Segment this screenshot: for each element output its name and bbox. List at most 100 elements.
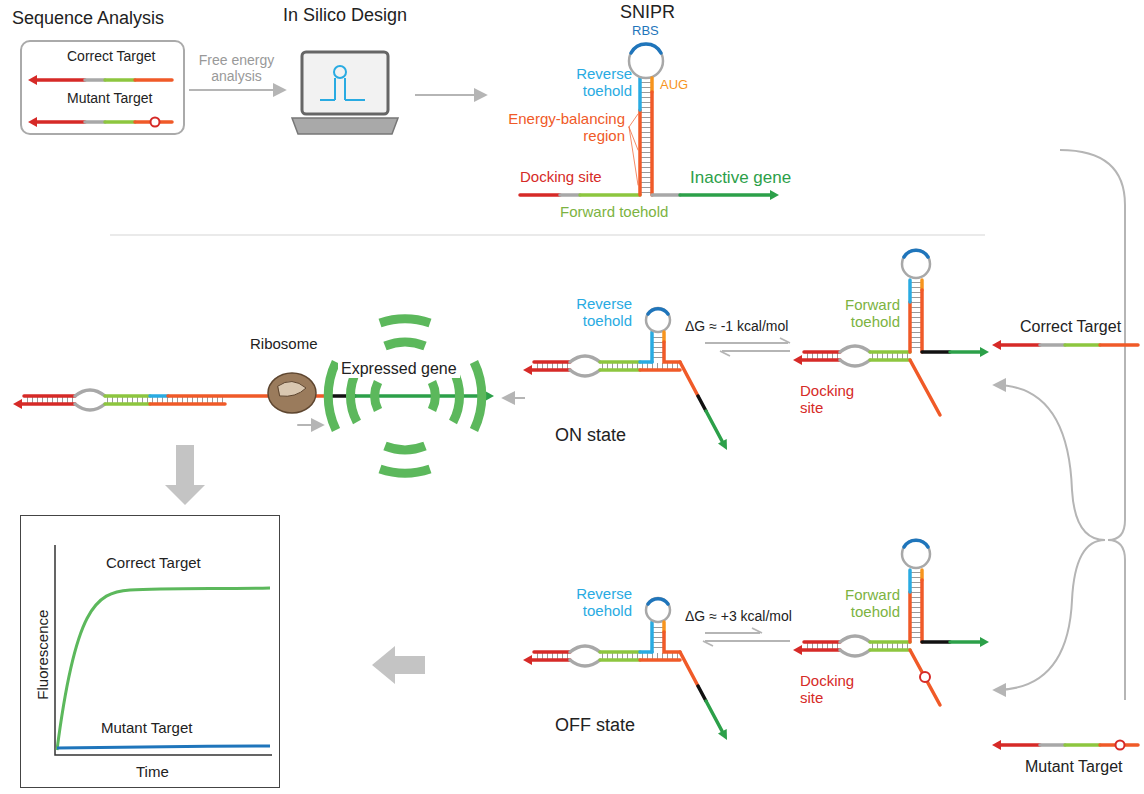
snipr-hairpin bbox=[680, 193, 770, 197]
design-laptop: In Silico Design bbox=[290, 45, 400, 140]
target-strands bbox=[1100, 343, 1138, 347]
target-label: Correct Target bbox=[67, 48, 155, 64]
sequence-strands bbox=[28, 117, 37, 127]
brace-arrows bbox=[995, 385, 1105, 540]
expression-scene bbox=[485, 391, 494, 401]
equilibrium-arrows bbox=[720, 351, 730, 356]
expression-scene bbox=[474, 362, 482, 430]
laptop-icon bbox=[292, 52, 398, 134]
part-label: Energy-balancing region bbox=[500, 110, 625, 145]
snipr-hairpin bbox=[580, 193, 640, 197]
part-label: Reverse toehold bbox=[560, 295, 632, 330]
chart-plot bbox=[55, 545, 272, 755]
snipr-hairpin bbox=[560, 193, 580, 197]
part-label: Reverse toehold bbox=[560, 65, 632, 100]
laptop-icon bbox=[335, 78, 345, 100]
part-label: AUG bbox=[660, 78, 688, 93]
equilibrium-arrows bbox=[722, 350, 790, 352]
sequence-box: Sequence AnalysisCorrect TargetMutant Ta… bbox=[20, 40, 185, 135]
sequence-strands bbox=[28, 75, 172, 127]
state-label: ON state bbox=[555, 425, 626, 446]
expression-scene bbox=[105, 402, 150, 406]
snipr-hairpin bbox=[641, 80, 651, 193]
snipr-hairpin bbox=[631, 44, 661, 53]
energy-label: ΔG ≈ +3 kcal/mol bbox=[685, 608, 792, 624]
expression-scene bbox=[75, 390, 105, 396]
part-label: Inactive gene bbox=[690, 168, 791, 188]
expression-scene bbox=[20, 402, 75, 406]
sequence-strands bbox=[105, 120, 135, 124]
sequence-strands bbox=[105, 78, 135, 82]
flow-arrow bbox=[415, 94, 485, 96]
brace-arrows bbox=[995, 540, 1105, 690]
target-strands bbox=[992, 340, 1001, 350]
expression-scene bbox=[278, 381, 306, 396]
equilibrium-arrows bbox=[703, 641, 713, 646]
target-strands bbox=[1065, 743, 1100, 747]
series-label: Mutant Target bbox=[101, 719, 192, 736]
panel-title: In Silico Design bbox=[265, 5, 425, 26]
expression-scene bbox=[107, 397, 225, 403]
chart-plot bbox=[57, 746, 270, 748]
big-arrow bbox=[372, 646, 425, 684]
expression-scene bbox=[150, 402, 225, 406]
snipr-hairpin bbox=[650, 92, 654, 195]
expression-scene bbox=[75, 404, 105, 410]
part-label: Reverse toehold bbox=[560, 585, 632, 620]
sequence-strands bbox=[28, 75, 37, 85]
sequence-strands bbox=[85, 120, 105, 124]
expression-scene bbox=[385, 446, 425, 450]
energy-label: ΔG ≈ -1 kcal/mol bbox=[685, 318, 788, 334]
divider bbox=[110, 234, 985, 236]
expression-scene bbox=[268, 373, 316, 413]
target-strands bbox=[1040, 343, 1065, 347]
edge-label: Free energy analysis bbox=[189, 52, 284, 84]
expression-scene bbox=[328, 319, 482, 473]
chart-plot bbox=[57, 588, 270, 750]
equilibrium-arrows bbox=[705, 632, 760, 634]
expression-scene bbox=[385, 342, 425, 346]
series-label: Correct Target bbox=[106, 554, 201, 571]
expression-scene bbox=[328, 362, 336, 430]
target-label: Mutant Target bbox=[1025, 758, 1123, 776]
expression-scene bbox=[375, 382, 378, 410]
equilibrium-arrows bbox=[705, 342, 788, 344]
part-label: Docking site bbox=[800, 672, 870, 707]
expression-scene bbox=[24, 394, 75, 398]
chart-plot bbox=[55, 545, 272, 755]
snipr-hairpin bbox=[638, 110, 642, 195]
axis-label: Fluorescence bbox=[34, 595, 51, 715]
target-strands bbox=[992, 340, 1138, 750]
expression-scene bbox=[105, 394, 150, 398]
sequence-strands bbox=[85, 78, 105, 82]
part-label: Forward toehold bbox=[825, 296, 900, 331]
target-strands bbox=[992, 740, 1001, 750]
part-label: Ribosome bbox=[250, 335, 318, 352]
part-label: RBS bbox=[632, 24, 659, 39]
target-label: Correct Target bbox=[1020, 318, 1121, 336]
target-strands bbox=[1000, 743, 1040, 747]
chart-box: Correct TargetMutant Target FluorescenceT… bbox=[20, 515, 280, 788]
sequence-strands bbox=[35, 78, 85, 82]
snipr-hairpin bbox=[629, 114, 638, 185]
panel-title: Sequence Analysis bbox=[12, 8, 164, 29]
snipr-hairpin bbox=[520, 193, 560, 197]
expression-scene bbox=[13, 319, 494, 473]
part-label: Docking site bbox=[520, 168, 602, 185]
target-strands bbox=[1000, 343, 1040, 347]
part-label: Forward toehold bbox=[560, 203, 668, 220]
flow-arrow bbox=[189, 89, 284, 91]
laptop-icon bbox=[334, 66, 346, 78]
part-label: Expressed gene bbox=[338, 360, 460, 378]
sequence-strands bbox=[135, 78, 172, 82]
equilibrium-arrows bbox=[705, 640, 790, 642]
snipr-hairpin bbox=[652, 193, 680, 197]
axis-label: Time bbox=[136, 763, 169, 780]
part-label: Docking site bbox=[800, 382, 870, 417]
target-strands bbox=[1065, 343, 1100, 347]
expression-scene bbox=[13, 399, 22, 409]
target-label: Mutant Target bbox=[67, 90, 152, 106]
laptop-icon bbox=[302, 52, 388, 114]
snipr-hairpin bbox=[770, 190, 779, 200]
laptop-icon bbox=[320, 99, 365, 101]
